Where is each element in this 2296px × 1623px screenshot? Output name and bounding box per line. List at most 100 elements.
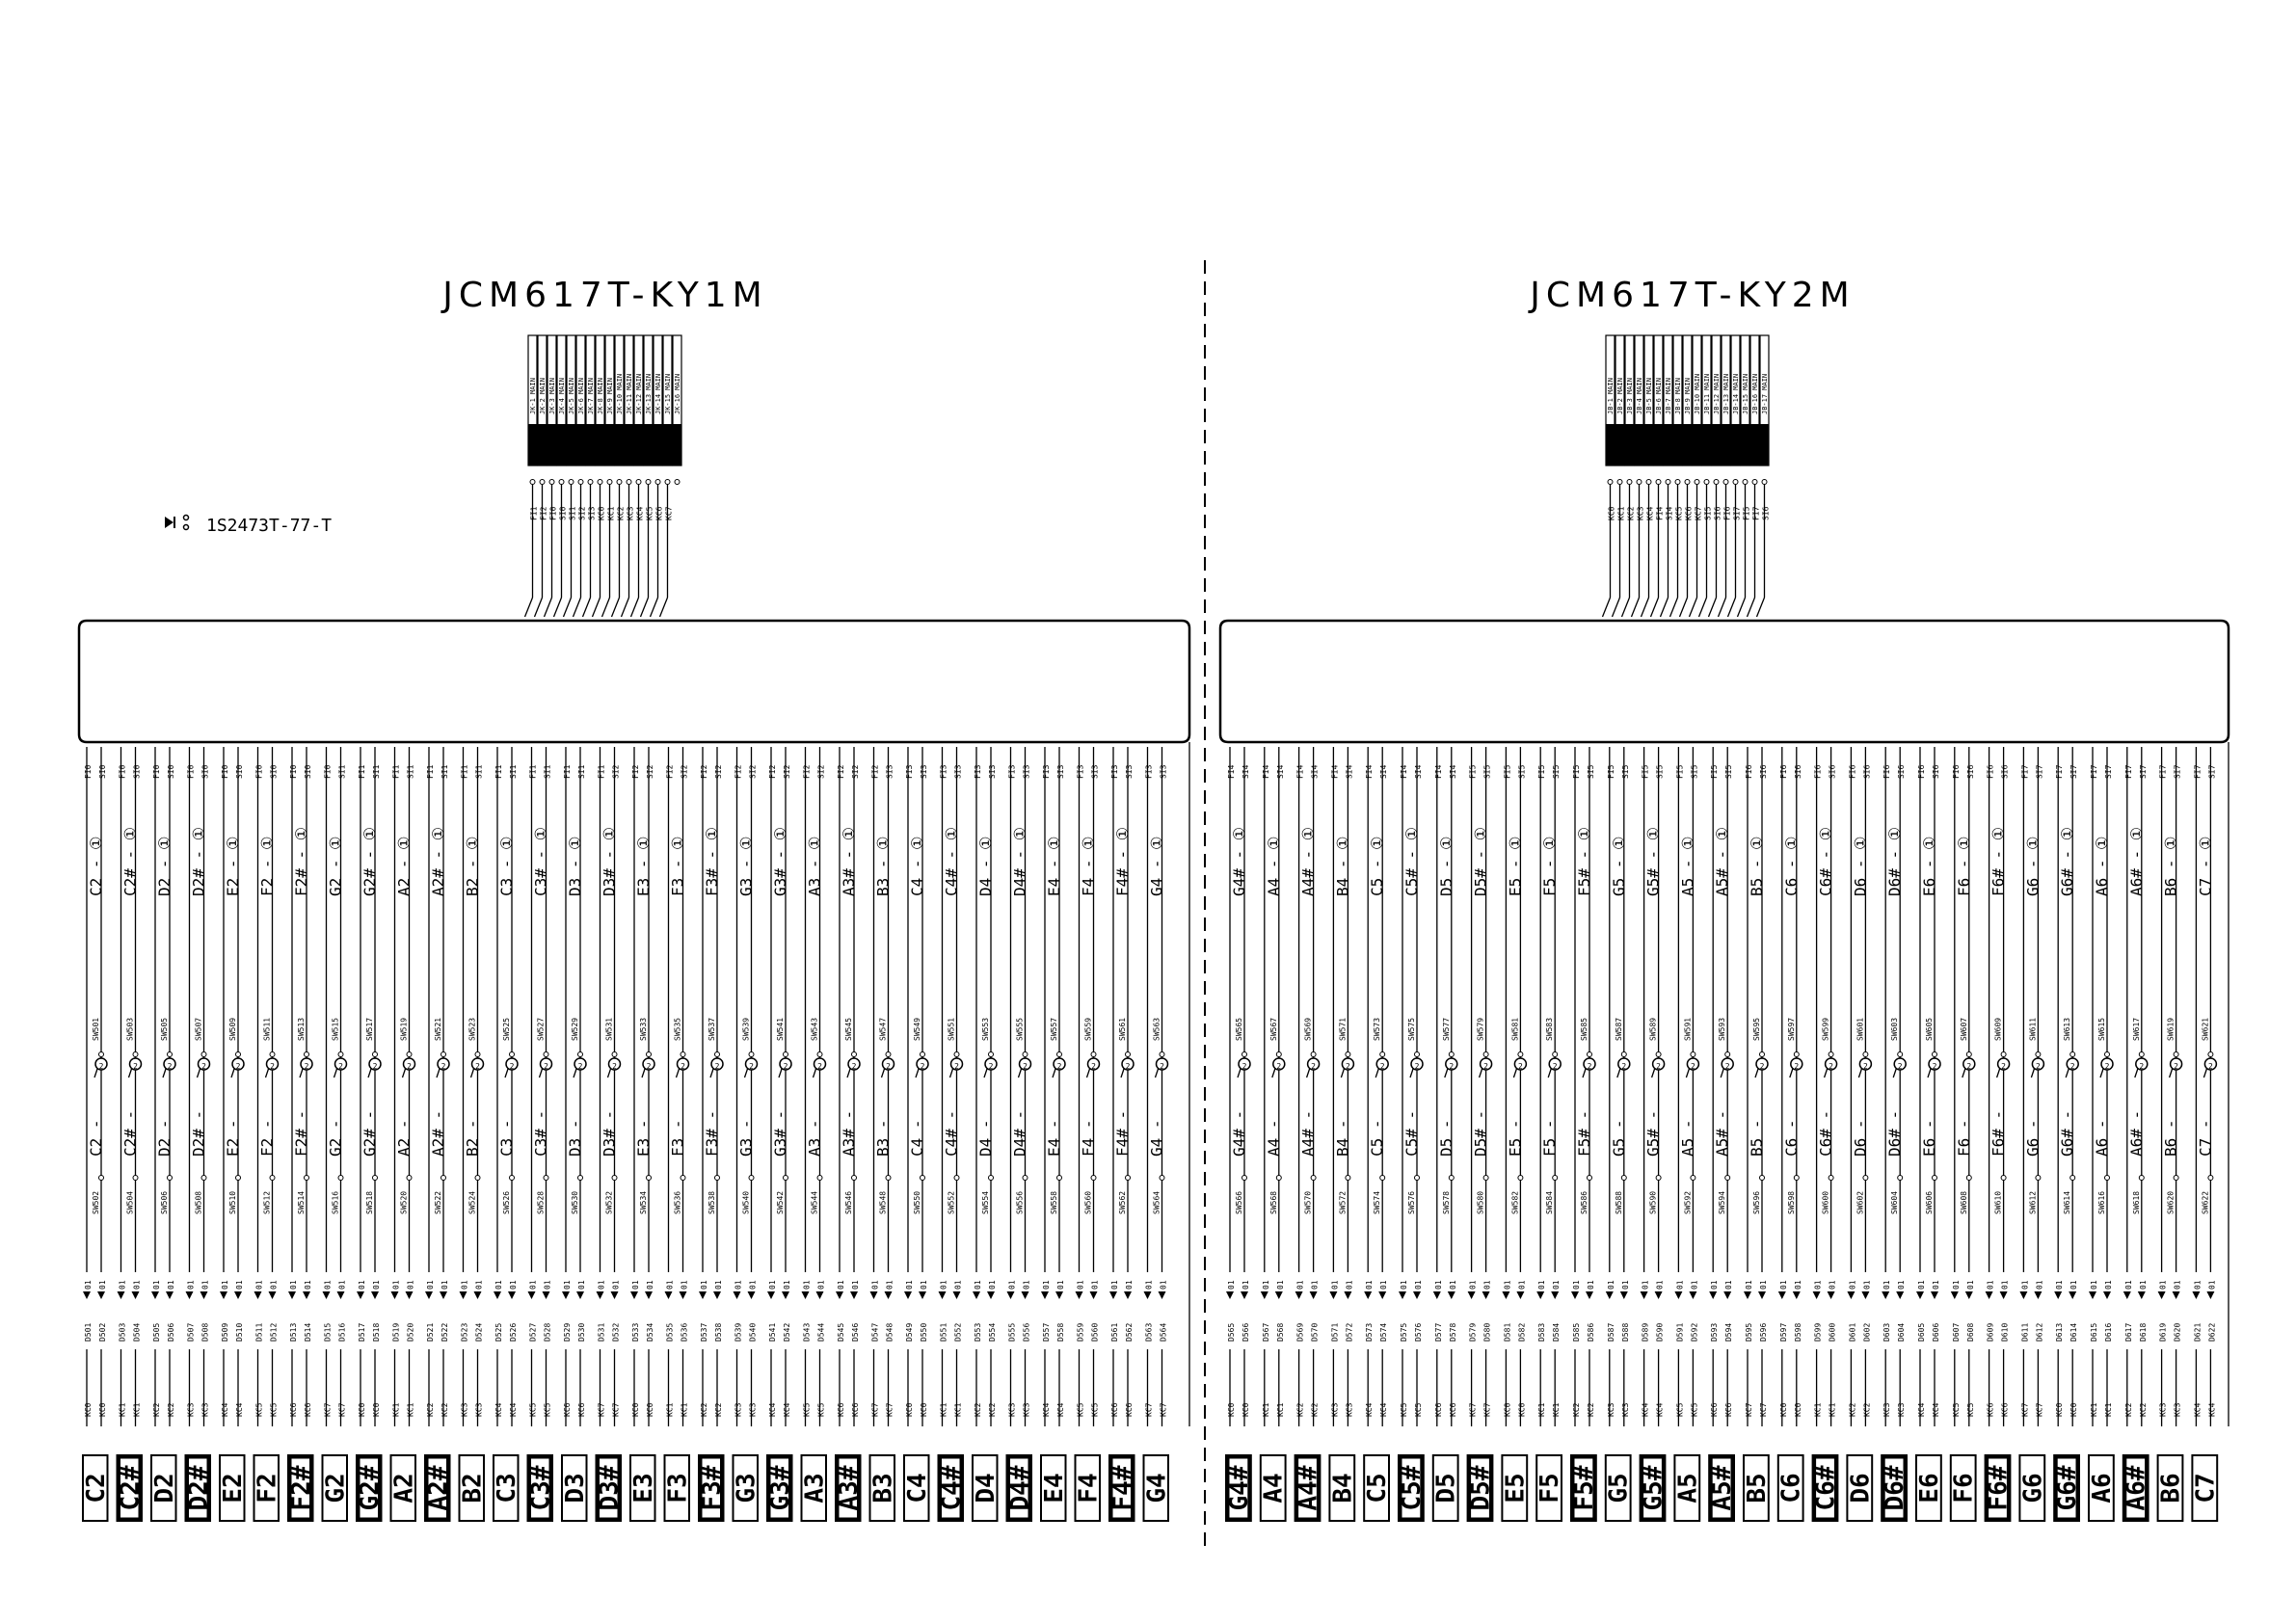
kc-label-2: KC3 [2174, 1402, 2182, 1417]
contact-1-label: E5 - ① [1506, 836, 1524, 896]
kc-label: KC1 [1814, 1402, 1823, 1417]
contact-2-label: E6 - [1920, 1119, 1938, 1157]
diode-id-2: D554 [988, 1323, 997, 1342]
switch-terminal-2 [1022, 1175, 1028, 1181]
contact-2-digit: 2 [1725, 1062, 1730, 1071]
contact-1-label: A3 - ① [806, 836, 824, 896]
kc-label: KC0 [1227, 1402, 1236, 1417]
fi-label: FI4 [1434, 764, 1443, 779]
diode-pin-label: 01 [1814, 1280, 1823, 1290]
key-name: B3 [868, 1473, 897, 1503]
signal-line-bend [629, 597, 640, 618]
contact-1-label: G5 - ① [1610, 836, 1628, 896]
contact-2-label: F4# - [1113, 1110, 1132, 1157]
connector-pin-fill [1625, 424, 1634, 466]
diode-pin-label-2: 01 [2035, 1280, 2043, 1290]
diode-id: D523 [461, 1323, 469, 1342]
diode-id: D559 [1077, 1323, 1085, 1342]
contact-2-mark [1479, 1057, 1493, 1071]
connector-pin-label: JB-8 MAIN [1674, 378, 1682, 414]
switch-terminal-2 [474, 1175, 481, 1181]
diode-id-2: D524 [475, 1323, 484, 1342]
contact-2-mark [1272, 1057, 1286, 1071]
contact-2-mark [539, 1057, 553, 1071]
signal-line-label: SI6 [1762, 506, 1771, 520]
signal-line-bend [601, 597, 611, 618]
contact-2-digit: 2 [99, 1062, 104, 1071]
connector-terminal [616, 479, 623, 485]
kc-label-2: KC1 [681, 1402, 689, 1417]
diode-id-2: D510 [235, 1323, 244, 1342]
switch-terminal [920, 1051, 925, 1057]
si-label: SI3 [1056, 764, 1065, 779]
switch-terminal [1932, 1051, 1937, 1057]
switch-id-1: SW541 [776, 1018, 785, 1041]
contact-2-label: D3 - [566, 1119, 584, 1157]
signal-line-label: KC7 [1695, 506, 1703, 520]
diode-pin-label-2: 01 [1517, 1280, 1526, 1290]
contact-1-label: E2 - ① [224, 836, 242, 896]
switch-terminal-2 [372, 1175, 378, 1181]
diode-icon-2 [97, 1291, 105, 1299]
switch-id-1: SW527 [537, 1018, 546, 1041]
diode-icon [2089, 1291, 2096, 1299]
kc-label: KC3 [1008, 1402, 1017, 1417]
contact-2-label: G4 - [1148, 1119, 1166, 1157]
board-title: JCM617T-KY1M [441, 276, 767, 315]
signal-line-bend [1611, 597, 1621, 618]
diode-pin-label-2: 01 [1897, 1280, 1906, 1290]
signal-line-label: KC0 [598, 506, 606, 520]
connector-pin-id: JK-1 [529, 446, 537, 463]
switch-id-1: SW595 [1752, 1018, 1761, 1041]
switch-terminal-2 [1090, 1175, 1097, 1181]
contact-2-label: G2# - [360, 1110, 379, 1157]
connector-pin-id: JK-12 [635, 442, 643, 463]
switch-id-1: SW621 [2201, 1018, 2209, 1041]
switch-terminal-2 [2000, 1175, 2007, 1181]
key-name: D2# [184, 1465, 213, 1510]
contact-2-digit: 2 [1760, 1062, 1765, 1071]
diode-id: D617 [2124, 1323, 2133, 1342]
contact-1-label: G3# - ① [771, 827, 789, 896]
diode-pin-label: 01 [255, 1280, 264, 1290]
contact-2-mark [2169, 1057, 2183, 1071]
diode-icon [630, 1291, 638, 1299]
diode-icon [357, 1291, 364, 1299]
contact-2-mark [1686, 1057, 1700, 1071]
switch-id-2: SW520 [400, 1191, 409, 1214]
diode-id: D599 [1814, 1323, 1823, 1342]
key-box-inner [427, 1457, 447, 1519]
connector-pin-fill [634, 424, 643, 466]
contact-2-mark [1548, 1057, 1562, 1071]
key-box [1431, 1454, 1459, 1522]
contact-2-mark [1583, 1057, 1596, 1071]
contact-1-label: F2# - ① [292, 827, 310, 896]
diode-icon [2122, 1291, 2131, 1299]
diode-pin-label-2: 01 [235, 1280, 244, 1290]
signal-line-bend [562, 597, 573, 618]
diode-id-2: D620 [2174, 1323, 2182, 1342]
kc-label: KC2 [426, 1402, 435, 1417]
switch-id-2: SW562 [1118, 1191, 1127, 1214]
key-name: D6 [1846, 1473, 1875, 1503]
diode-pin-label: 01 [2159, 1280, 2168, 1290]
diode-icon [1041, 1291, 1049, 1299]
contact-2-digit: 2 [784, 1062, 788, 1071]
signal-line-label: KC4 [636, 506, 645, 520]
fi-label: FI3 [1077, 764, 1085, 779]
switch-terminal-2 [1125, 1175, 1131, 1181]
diode-icon-2 [405, 1291, 414, 1299]
contact-2-label: D5 - [1437, 1119, 1455, 1157]
diode-pin-label-2: 01 [1552, 1280, 1561, 1290]
diode-pin-label: 01 [871, 1280, 880, 1290]
switch-id-2: SW620 [2167, 1191, 2176, 1214]
contact-2-mark [2135, 1057, 2149, 1071]
signal-line-label: FI7 [1752, 506, 1761, 520]
kc-label-2: KC7 [886, 1402, 894, 1417]
connector-pin-label: JB-6 MAIN [1655, 378, 1663, 414]
